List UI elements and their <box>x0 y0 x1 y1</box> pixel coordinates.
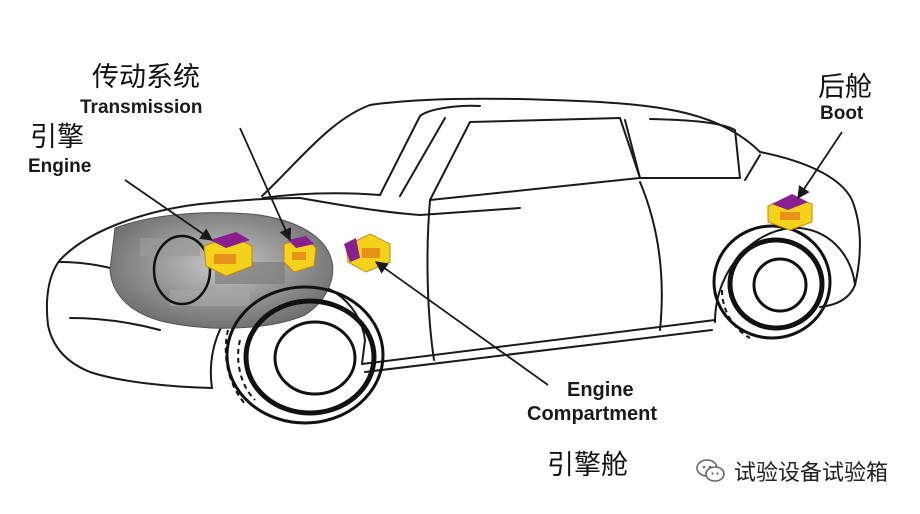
boot-label-en: Boot <box>820 103 864 124</box>
engine-label-en: Engine <box>28 156 92 177</box>
wechat-icon <box>696 459 725 482</box>
rear-wheel <box>712 224 832 340</box>
transmission-label-cn: 传动系统 <box>92 62 200 93</box>
arrow-engine-compartment <box>374 261 549 386</box>
boot-label-cn: 后舱 <box>818 72 872 103</box>
engine-label-cn: 引擎 <box>30 122 84 153</box>
watermark: 试验设备试验箱 <box>696 455 888 487</box>
arrow-boot <box>797 131 843 200</box>
transmission-label-en: Transmission <box>80 97 203 118</box>
front-wheel <box>224 285 385 425</box>
sensor-engine <box>203 232 253 277</box>
compartment-label-en-1: Engine <box>567 379 634 401</box>
sensor-boot <box>767 194 813 231</box>
compartment-label-en-2: Compartment <box>527 403 658 425</box>
arrow-transmission <box>239 127 292 242</box>
sensor-transmission <box>283 236 317 273</box>
arrow-engine <box>124 179 214 241</box>
compartment-label-cn: 引擎舱 <box>547 450 628 481</box>
leader-lines <box>124 127 843 386</box>
watermark-text: 试验设备试验箱 <box>734 461 889 486</box>
